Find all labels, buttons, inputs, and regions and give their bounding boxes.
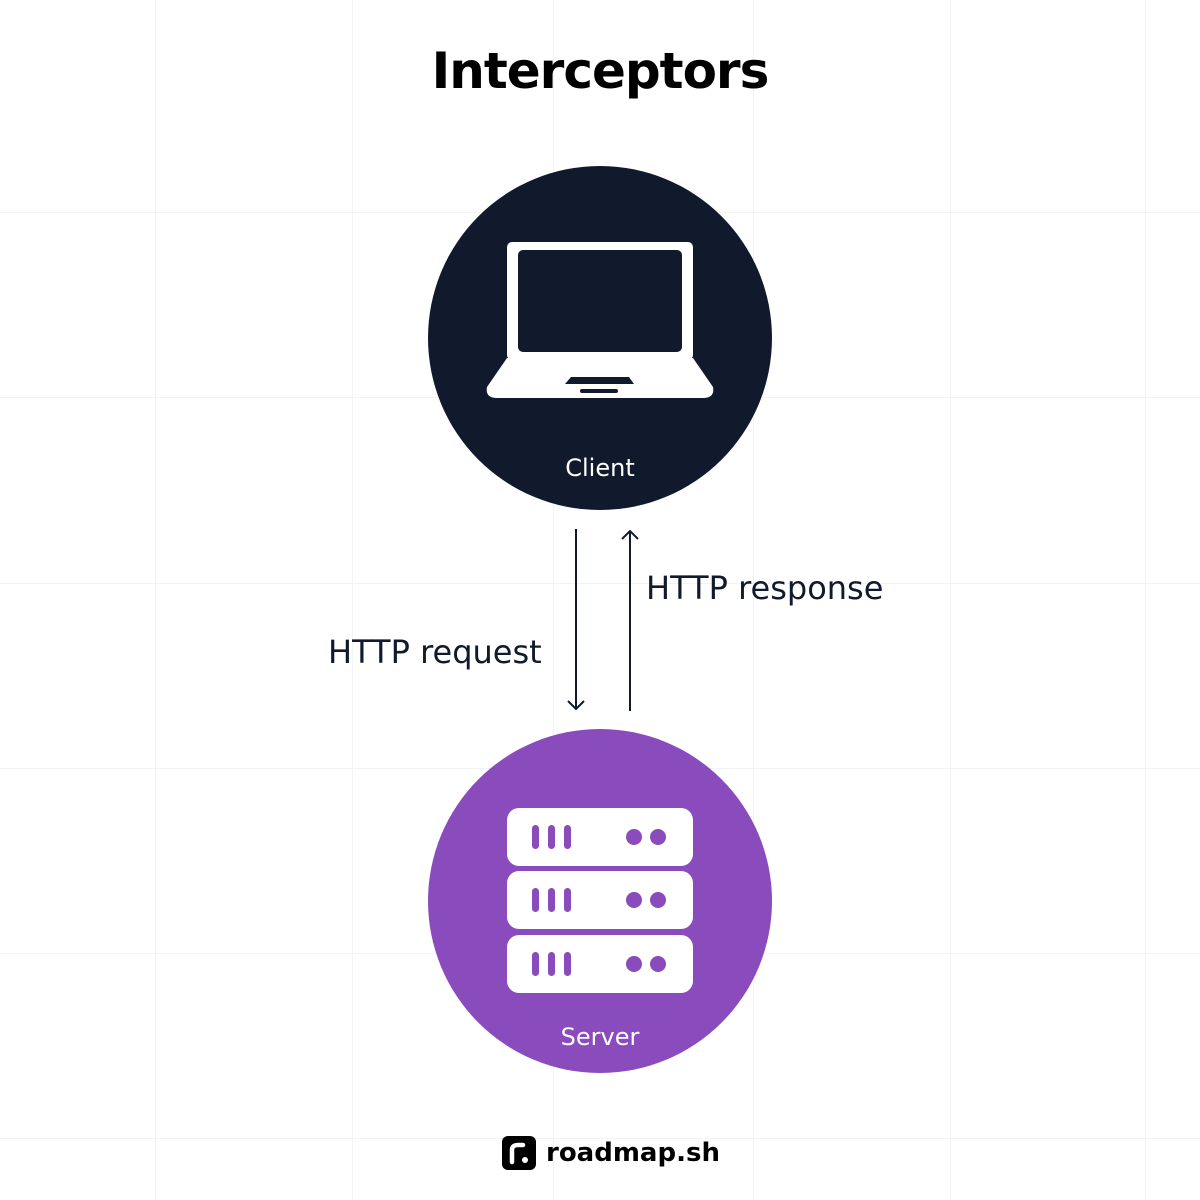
grid-line [753, 0, 754, 1200]
grid-line [0, 583, 1200, 584]
server-icon [507, 808, 693, 993]
client-label: Client [565, 454, 635, 482]
client-node: Client [428, 166, 772, 510]
grid-line [155, 0, 156, 1200]
laptop-icon [486, 242, 714, 398]
request-label: HTTP request [328, 633, 542, 671]
connection-arrows [567, 529, 639, 711]
grid-line [950, 0, 951, 1200]
brand-name: roadmap.sh [546, 1138, 720, 1168]
roadmap-logo-icon [502, 1136, 536, 1170]
response-arrow [621, 529, 639, 711]
grid-line [553, 0, 554, 1200]
request-arrow [567, 529, 585, 711]
grid-line [1145, 0, 1146, 1200]
server-node: Server [428, 729, 772, 1073]
response-label: HTTP response [646, 569, 884, 607]
grid-line [352, 0, 353, 1200]
server-label: Server [560, 1023, 640, 1051]
diagram-title: Interceptors [431, 42, 770, 100]
brand: roadmap.sh [502, 1136, 720, 1170]
grid-line [0, 1138, 1200, 1139]
